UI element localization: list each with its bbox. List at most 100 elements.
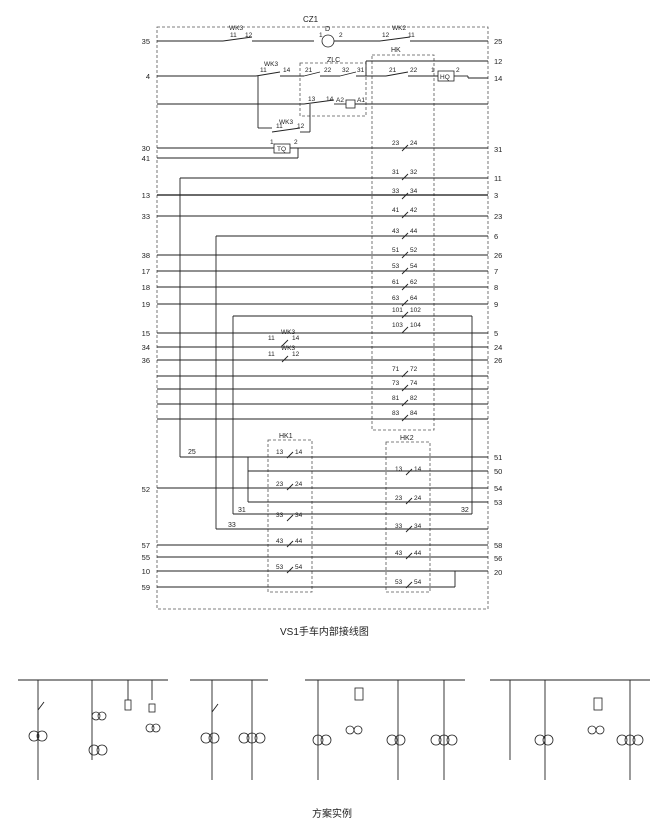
contact-number: 22: [410, 67, 418, 74]
hk-label: HK: [391, 47, 401, 54]
contact-number: 31: [357, 67, 365, 74]
hk-contact-number: 102: [410, 307, 421, 314]
pin-label-left: 59: [142, 583, 150, 592]
hk-contact-number: 42: [410, 207, 418, 214]
hq-label: HQ: [440, 74, 450, 81]
pin-label-right: 6: [494, 232, 498, 241]
hk-contact-number: 81: [392, 395, 400, 402]
contact-number: 11: [260, 67, 267, 74]
hk-contact-number: 103: [392, 322, 403, 329]
hk-contact-switch: [401, 144, 409, 152]
pin-label-left: 57: [142, 541, 150, 550]
hk-contact-switch: [401, 414, 409, 422]
hk-contact-number: 33: [392, 188, 400, 195]
contact-number: 14: [292, 335, 300, 342]
wk3-label-top: WK3: [229, 25, 243, 32]
hk2-contact-number: 14: [414, 466, 422, 473]
pin-label-right: 53: [494, 498, 502, 507]
hk1-label: HK1: [279, 433, 293, 440]
pin-label-right: 14: [494, 74, 502, 83]
scheme-examples: [18, 679, 650, 780]
hk2-contact-number: 43: [395, 550, 403, 557]
wire-label-33: 33: [228, 522, 236, 529]
hk1-contact-number: 44: [295, 538, 303, 545]
pin-label-left: 36: [142, 356, 150, 365]
hk-contact-switch: [401, 251, 409, 259]
hk-contact-number: 61: [392, 279, 400, 286]
pin-label-right: 20: [494, 568, 502, 577]
hk2-contact-number: 54: [414, 579, 422, 586]
contact-number: 14: [326, 96, 334, 103]
contact-number: 22: [324, 67, 332, 74]
contact-number: 14: [283, 67, 291, 74]
hk-contact-switch: [401, 211, 409, 219]
pin-label-right: 58: [494, 541, 502, 550]
wire-label-32: 32: [461, 507, 469, 514]
contact-number: 1: [270, 139, 274, 146]
hk-contact-number: 73: [392, 380, 400, 387]
hk-contact-switch: [401, 232, 409, 240]
hk-contact-number: 72: [410, 366, 418, 373]
a1-label: A1: [357, 97, 365, 104]
hk2-contact-switch: [405, 497, 413, 505]
contact-number: 32: [342, 67, 350, 74]
hk-contact-number: 84: [410, 410, 418, 417]
hk2-contact-number: 53: [395, 579, 403, 586]
contact-number: 12: [297, 123, 305, 130]
hk1-contact-switch: [286, 451, 294, 459]
hk1-contact-number: 43: [276, 538, 284, 545]
pin-label-right: 25: [494, 37, 502, 46]
hk2-contact-switch: [405, 525, 413, 533]
hk-contact-number: 52: [410, 247, 418, 254]
zlc-box: [299, 62, 367, 117]
contact-number: 11: [408, 32, 415, 39]
hk2-contact-number: 24: [414, 495, 422, 502]
hk-contact-number: 74: [410, 380, 418, 387]
hk1-contact-number: 33: [276, 512, 284, 519]
hk1-contact-number: 54: [295, 564, 303, 571]
contact-number: 21: [389, 67, 397, 74]
contact-number: 11: [276, 123, 283, 130]
contact-number: 1: [319, 32, 323, 39]
pin-label-right: 31: [494, 145, 502, 154]
pin-label-left: 30: [142, 144, 150, 153]
hk-contact-number: 83: [392, 410, 400, 417]
pin-label-left: 13: [142, 191, 150, 200]
wk3-contact-switch: [281, 355, 289, 363]
wk3-label: WK3: [281, 329, 295, 336]
hk-contact-switch: [401, 299, 409, 307]
hk1-contact-switch: [286, 566, 294, 574]
pin-label-right: 51: [494, 453, 502, 462]
scheme-1: [18, 679, 168, 780]
scheme-2: [190, 679, 268, 780]
contact-number: 12: [245, 32, 253, 39]
contact-number: 1: [431, 67, 435, 74]
hk1-contact-switch: [286, 514, 294, 522]
hk-contact-number: 104: [410, 322, 421, 329]
pin-label-right: 26: [494, 251, 502, 260]
scheme-4: [490, 679, 650, 780]
wk2-label-top: WK2: [392, 25, 406, 32]
hk-contact-switch: [401, 370, 409, 378]
wk3-label-zlc: WK3: [279, 119, 293, 126]
hk2-label: HK2: [400, 435, 414, 442]
hk-contact-number: 23: [392, 140, 400, 147]
pin-label-right: 54: [494, 484, 502, 493]
hk2-contact-number: 23: [395, 495, 403, 502]
tq-coil: [273, 143, 291, 154]
hk1-contact-switch: [286, 483, 294, 491]
pin-label-right: 11: [494, 174, 502, 183]
hk-contact-switch: [401, 173, 409, 181]
hk1-contact-switch: [286, 540, 294, 548]
tq-label: TQ: [277, 146, 286, 153]
pin-label-right: 3: [494, 191, 498, 200]
contact-number: 2: [456, 67, 460, 74]
hk-contact-number: 51: [392, 247, 400, 254]
